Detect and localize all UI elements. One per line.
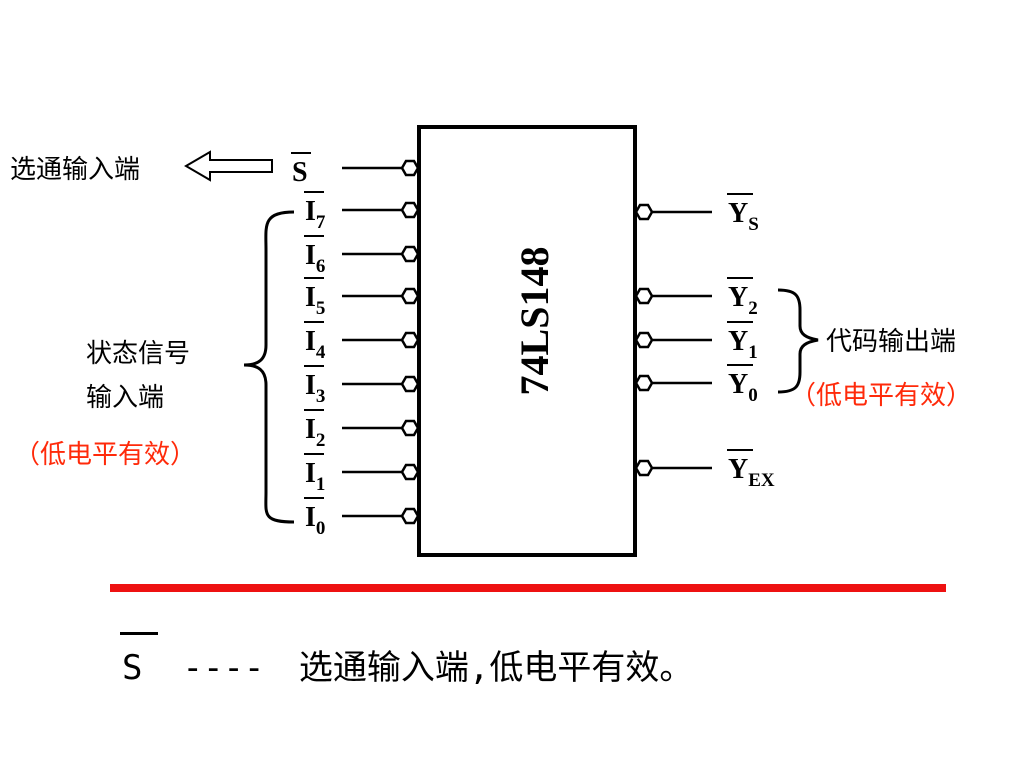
pin-ys-label: YS bbox=[728, 198, 759, 235]
left-brace-icon bbox=[243, 210, 295, 524]
pin-bubble-i2 bbox=[400, 419, 420, 437]
pin-i0-label: I0 bbox=[305, 502, 325, 539]
pin-bubble-i1 bbox=[400, 463, 420, 481]
pin-ys-letter: Y bbox=[728, 198, 748, 229]
pin-i4-subscript: 4 bbox=[316, 342, 326, 363]
pin-y1-label: Y1 bbox=[728, 326, 758, 363]
left-arrow-icon bbox=[184, 150, 273, 182]
pin-yex-subscript: EX bbox=[748, 470, 775, 491]
pin-bubble-i5 bbox=[400, 287, 420, 305]
chip-name: 74LS148 bbox=[512, 247, 557, 396]
pin-i6-label: I6 bbox=[305, 240, 325, 277]
left-active-low-label: （低电平有效） bbox=[14, 440, 196, 470]
pin-yex-letter: Y bbox=[728, 454, 748, 485]
pin-i1-label: I1 bbox=[305, 458, 325, 495]
pin-bubble-i0 bbox=[400, 507, 420, 525]
pin-i5-subscript: 5 bbox=[316, 298, 326, 319]
pin-i3-subscript: 3 bbox=[316, 386, 326, 407]
state-input-label-line1: 状态信号 bbox=[86, 339, 190, 369]
pin-i3-label: I3 bbox=[305, 370, 325, 407]
pin-bubble-ys bbox=[634, 203, 654, 221]
pin-y2-label: Y2 bbox=[728, 282, 758, 319]
pin-i6-subscript: 6 bbox=[316, 256, 326, 277]
pin-i6-letter: I bbox=[305, 240, 316, 271]
chip-body bbox=[417, 125, 637, 557]
pin-y0-letter: Y bbox=[728, 369, 748, 400]
bottom-note: S ---- 选通输入端,低电平有效。 bbox=[120, 632, 694, 700]
code-output-label: 代码输出端 bbox=[826, 327, 956, 357]
pin-i3-letter: I bbox=[305, 370, 316, 401]
pin-i4-letter: I bbox=[305, 326, 316, 357]
pin-i7-letter: I bbox=[305, 196, 316, 227]
pin-i0-subscript: 0 bbox=[316, 518, 326, 539]
pin-y2-letter: Y bbox=[728, 282, 748, 313]
pin-i2-label: I2 bbox=[305, 414, 325, 451]
pin-yex-label: YEX bbox=[728, 454, 775, 491]
pin-bubble-y1 bbox=[634, 331, 654, 349]
pin-i7-subscript: 7 bbox=[316, 212, 326, 233]
pin-i7-label: I7 bbox=[305, 196, 326, 233]
state-input-label-line2: 输入端 bbox=[86, 383, 164, 413]
pin-i2-subscript: 2 bbox=[316, 430, 326, 451]
pin-y1-subscript: 1 bbox=[748, 342, 758, 363]
right-active-low-label: （低电平有效） bbox=[790, 381, 972, 411]
strobe-input-label: 选通输入端 bbox=[10, 155, 140, 185]
note-dashes: ---- bbox=[182, 648, 265, 688]
pin-ys-subscript: S bbox=[748, 214, 759, 235]
pin-i1-subscript: 1 bbox=[316, 474, 326, 495]
note-text: 选通输入端,低电平有效。 bbox=[298, 648, 694, 688]
pin-bubble-i7 bbox=[400, 201, 420, 219]
pin-bubble-i3 bbox=[400, 375, 420, 393]
pin-y0-subscript: 0 bbox=[748, 385, 758, 406]
pin-s-letter: S bbox=[292, 157, 308, 188]
right-brace-icon bbox=[777, 288, 819, 394]
note-symbol: S bbox=[122, 648, 143, 688]
pin-bubble-y2 bbox=[634, 287, 654, 305]
overbar bbox=[120, 632, 158, 635]
pin-bubble-i4 bbox=[400, 331, 420, 349]
pin-i1-letter: I bbox=[305, 458, 316, 489]
red-divider bbox=[110, 584, 946, 592]
pin-bubble-y0 bbox=[634, 374, 654, 392]
pin-y1-letter: Y bbox=[728, 326, 748, 357]
pin-i4-label: I4 bbox=[305, 326, 326, 363]
pin-i2-letter: I bbox=[305, 414, 316, 445]
pin-i5-letter: I bbox=[305, 282, 316, 313]
pin-y0-label: Y0 bbox=[728, 369, 758, 406]
pin-bubble-i6 bbox=[400, 245, 420, 263]
pin-s-label: S bbox=[292, 157, 308, 188]
pin-i0-letter: I bbox=[305, 502, 316, 533]
pin-y2-subscript: 2 bbox=[748, 298, 758, 319]
pin-i5-label: I5 bbox=[305, 282, 325, 319]
pin-bubble-yex bbox=[634, 459, 654, 477]
pin-bubble-s bbox=[400, 159, 420, 177]
